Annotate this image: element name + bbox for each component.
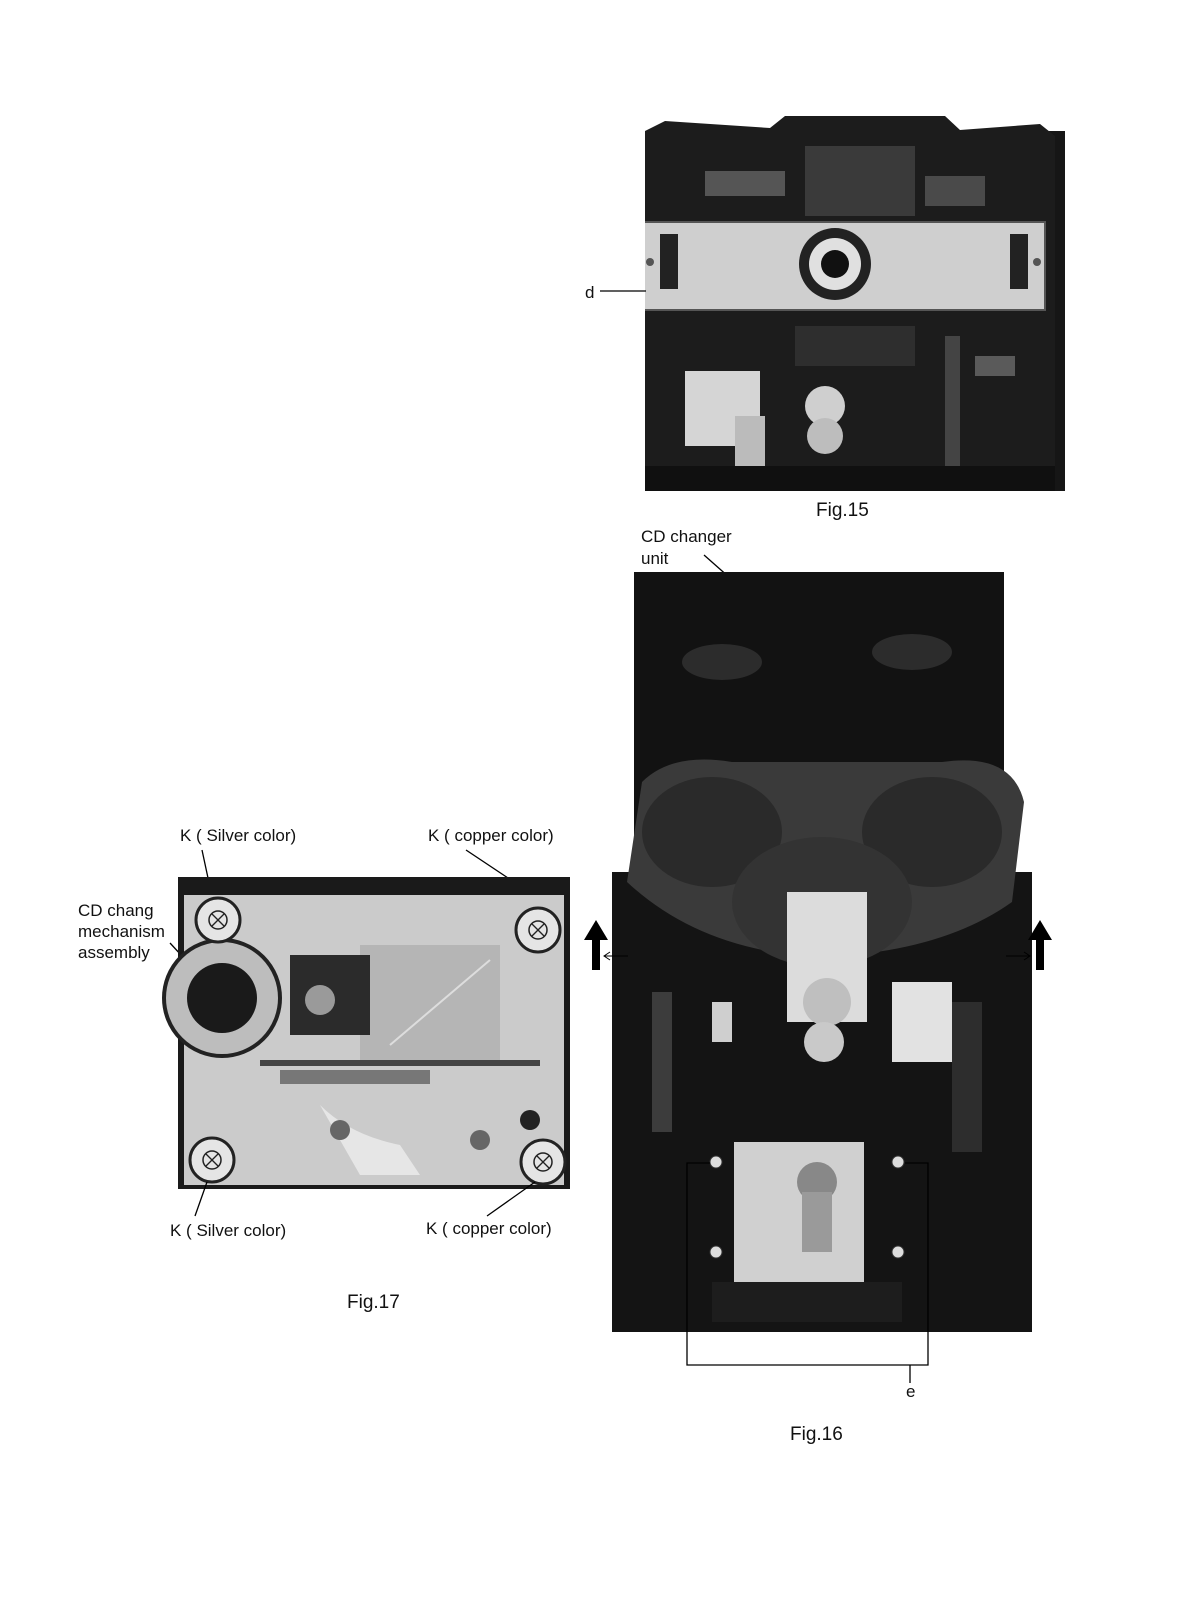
screw-bottom-left-icon xyxy=(190,1138,234,1182)
fig17-label-bottom-right: K ( copper color) xyxy=(426,1219,552,1239)
mechanism-label-line2: mechanism xyxy=(78,922,165,942)
mechanism-label-line3: assembly xyxy=(78,943,150,963)
cd-changer-unit-label-line2: unit xyxy=(641,549,668,569)
fig17-label-top-left: K ( Silver color) xyxy=(180,826,296,846)
screw-bottom-right-icon xyxy=(521,1140,565,1184)
right-lift-arrow-icon xyxy=(1004,918,1054,973)
fig17-label-top-right: K ( copper color) xyxy=(428,826,554,846)
fig17-label-bottom-left: K ( Silver color) xyxy=(170,1221,286,1241)
callout-d-line xyxy=(600,285,650,295)
fig17-caption: Fig.17 xyxy=(347,1292,400,1314)
cd-changer-unit-label-line1: CD changer xyxy=(641,527,732,547)
callout-e-label: e xyxy=(906,1382,915,1402)
fig15-caption: Fig.15 xyxy=(816,500,869,522)
screw-top-left-icon xyxy=(196,898,240,942)
screw-top-right-icon xyxy=(516,908,560,952)
fig17-photo xyxy=(160,875,572,1190)
mechanism-label-line1: CD chang xyxy=(78,901,154,921)
callout-e-bracket xyxy=(680,1158,940,1388)
left-lift-arrow-icon xyxy=(582,918,632,973)
fig16-caption: Fig.16 xyxy=(790,1424,843,1446)
fig15-photo xyxy=(645,116,1065,491)
callout-d-label: d xyxy=(585,283,594,303)
